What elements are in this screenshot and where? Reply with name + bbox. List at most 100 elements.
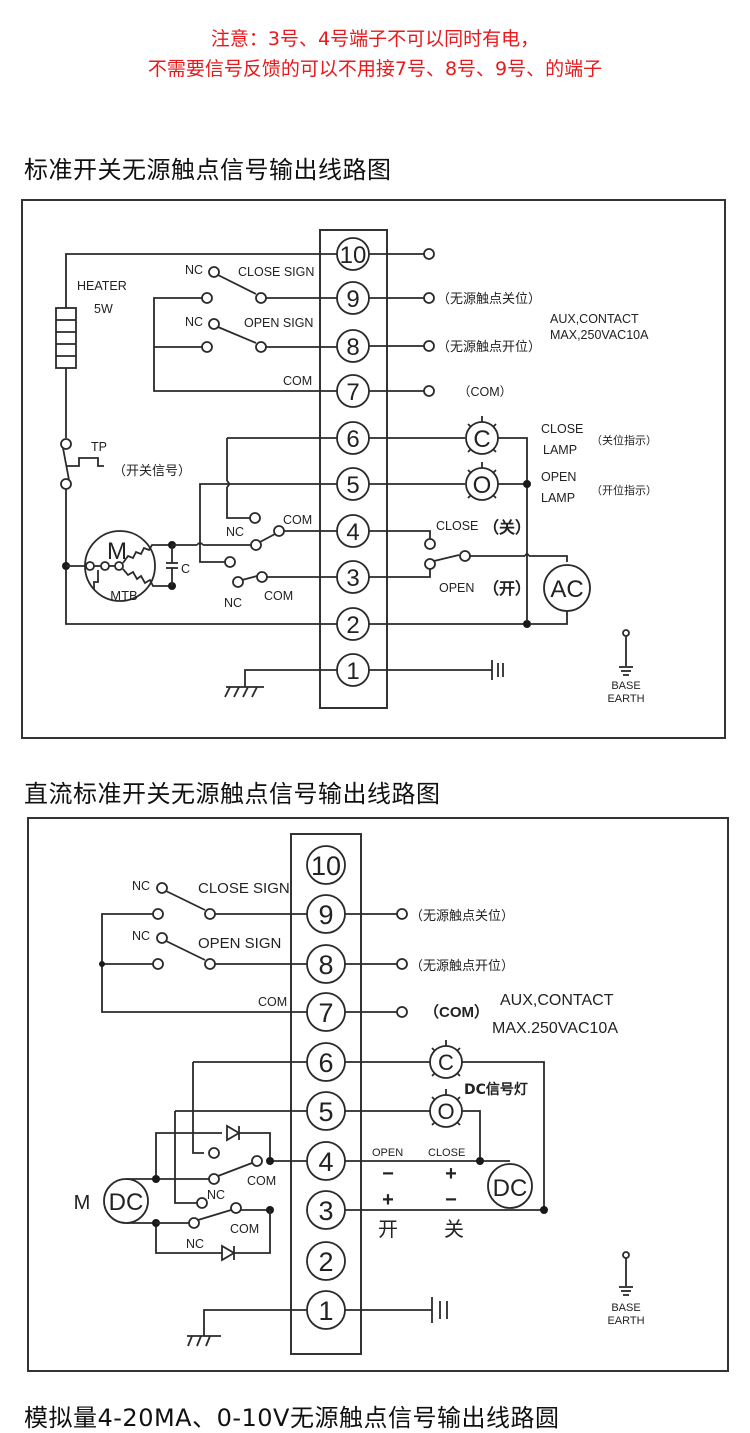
- diagram1-frame: [21, 199, 726, 739]
- dc-motor-icon: DC: [103, 1178, 149, 1224]
- diagram2-dc-wiring: 10 9 8 7 6 5 4 3 2 1 （无源触点关位） （无源触点开位） （…: [27, 817, 729, 1372]
- terminal-label: 7: [318, 998, 333, 1028]
- open-lamp-icon: O: [465, 462, 499, 501]
- close-sign-label: CLOSE SIGN: [238, 265, 314, 279]
- close-cn-label: 关: [444, 1217, 464, 1241]
- close-switch-label: CLOSE: [436, 519, 478, 533]
- aux-rating-label: MAX.250VAC10A: [492, 1020, 618, 1037]
- terminal-block: [319, 229, 388, 709]
- dc-lamp-label: DC信号灯: [464, 1081, 528, 1098]
- capacitor-label: C: [181, 562, 190, 576]
- close-lamp-icon: C: [465, 416, 499, 455]
- section3-title: 模拟量4-20MA、0-10V无源触点信号输出线路圆: [24, 1404, 560, 1432]
- lamp-o-label: O: [437, 1099, 454, 1124]
- dc-source-icon: DC: [487, 1163, 533, 1209]
- nc-label-2: NC: [132, 929, 150, 943]
- terminal-3: 3: [336, 560, 370, 594]
- terminal-label: 2: [318, 1247, 333, 1277]
- nc-3-label: NC: [224, 596, 242, 610]
- com-4-label: COM: [247, 1174, 276, 1188]
- lamp-c-label: C: [438, 1050, 454, 1075]
- terminal-label: 4: [346, 519, 359, 546]
- terminal-8: 8: [306, 944, 346, 984]
- notice-line-1: 注意：3号、4号端子不可以同时有电，: [210, 28, 540, 50]
- open-sign-label: OPEN SIGN: [198, 935, 281, 952]
- thermal-protector-icon: [60, 438, 104, 490]
- close-minus-sign: −: [445, 1189, 457, 1211]
- terminal-9: 9: [336, 281, 370, 315]
- terminal-7: 7: [306, 992, 346, 1032]
- base-label: BASE: [611, 1302, 640, 1314]
- terminal-label: 5: [346, 472, 359, 499]
- nc-label: NC: [185, 263, 203, 277]
- wiring-notice: 注意：3号、4号端子不可以同时有电， 不需要信号反馈的可以不用接7号、8号、9号…: [0, 24, 750, 84]
- heater-icon: [55, 307, 77, 369]
- motor-label: M: [107, 538, 127, 565]
- terminal-5: 5: [306, 1091, 346, 1131]
- aux-rating-label: MAX,250VAC10A: [550, 328, 649, 342]
- heater-label: HEATER: [77, 279, 127, 293]
- notice-line-2: 不需要信号反馈的可以不用接7号、8号、9号、的端子: [147, 58, 603, 80]
- com-3-label: COM: [230, 1222, 259, 1236]
- right-wires: [369, 248, 527, 680]
- terminal-6: 6: [336, 421, 370, 455]
- open-lamp-label-2: LAMP: [541, 491, 575, 505]
- terminal-label: 10: [311, 851, 341, 881]
- ac-label: AC: [550, 576, 583, 603]
- terminal-3: 3: [306, 1190, 346, 1230]
- motor-icon: M MTB: [66, 530, 170, 603]
- terminal-8: 8: [336, 329, 370, 363]
- output-9-label: （无源触点关位）: [410, 909, 514, 924]
- open-lamp-cn: （开位指示）: [591, 483, 657, 497]
- terminal-label: 5: [318, 1097, 333, 1127]
- close-polarity-label: CLOSE: [428, 1147, 465, 1159]
- nc-4-label: NC: [226, 525, 244, 539]
- terminal-1: 1: [336, 653, 370, 687]
- terminal-5: 5: [336, 467, 370, 501]
- terminal-label: 2: [346, 612, 359, 639]
- close-lamp-icon: C: [429, 1040, 463, 1079]
- diagram2-frame: [27, 817, 729, 1372]
- terminal-label: 10: [340, 242, 367, 269]
- base-earth-icon: [619, 629, 633, 676]
- terminal-9: 9: [306, 894, 346, 934]
- open-sign-label: OPEN SIGN: [244, 316, 313, 330]
- ac-source-icon: AC: [543, 564, 591, 612]
- terminal-6: 6: [306, 1042, 346, 1082]
- close-plus-sign: +: [445, 1163, 457, 1185]
- terminal-label: 9: [318, 900, 333, 930]
- terminal-4: 4: [306, 1141, 346, 1181]
- terminal-label: 7: [346, 379, 359, 406]
- diagram1-ac-wiring: 10 9 8 7 6 5 4 3 2 1 （无源触点关位） （无源触点开位） （…: [21, 199, 726, 739]
- terminal-label: 6: [346, 426, 359, 453]
- diode-icon: [221, 1244, 236, 1262]
- output-9-label: （无源触点关位）: [437, 292, 541, 307]
- dc-label: DC: [493, 1175, 528, 1202]
- earth-label: EARTH: [607, 1315, 644, 1327]
- open-polarity-label: OPEN: [372, 1147, 403, 1159]
- nc-4-label: NC: [207, 1188, 225, 1202]
- open-lamp-icon: O: [429, 1089, 463, 1128]
- mtb-label: MTB: [110, 588, 137, 603]
- terminal-label: 1: [318, 1296, 333, 1326]
- terminal-2: 2: [306, 1241, 346, 1281]
- diode-icon-2: [226, 1124, 241, 1142]
- output-7-label: （COM）: [458, 385, 512, 399]
- terminal-1: 1: [306, 1290, 346, 1330]
- com-3-label: COM: [264, 589, 293, 603]
- com-4-label: COM: [283, 513, 312, 527]
- open-switch-label: OPEN: [439, 581, 474, 595]
- close-sign-label: CLOSE SIGN: [198, 880, 290, 897]
- output-8-label: （无源触点开位）: [437, 340, 541, 355]
- close-lamp-label-2: LAMP: [543, 443, 577, 457]
- diagram1-title: 标准开关无源触点信号输出线路图: [24, 156, 392, 184]
- nc-3-label: NC: [186, 1237, 204, 1251]
- tp-label: TP: [91, 440, 107, 454]
- output-8-label: （无源触点开位）: [410, 959, 514, 974]
- capacitor-icon: [166, 545, 178, 586]
- lamp-c-label: C: [473, 426, 490, 453]
- diagram2-title: 直流标准开关无源触点信号输出线路图: [24, 780, 441, 808]
- motor-dc-label: DC: [109, 1189, 144, 1216]
- terminal-4: 4: [336, 514, 370, 548]
- terminal-label: 9: [346, 286, 359, 313]
